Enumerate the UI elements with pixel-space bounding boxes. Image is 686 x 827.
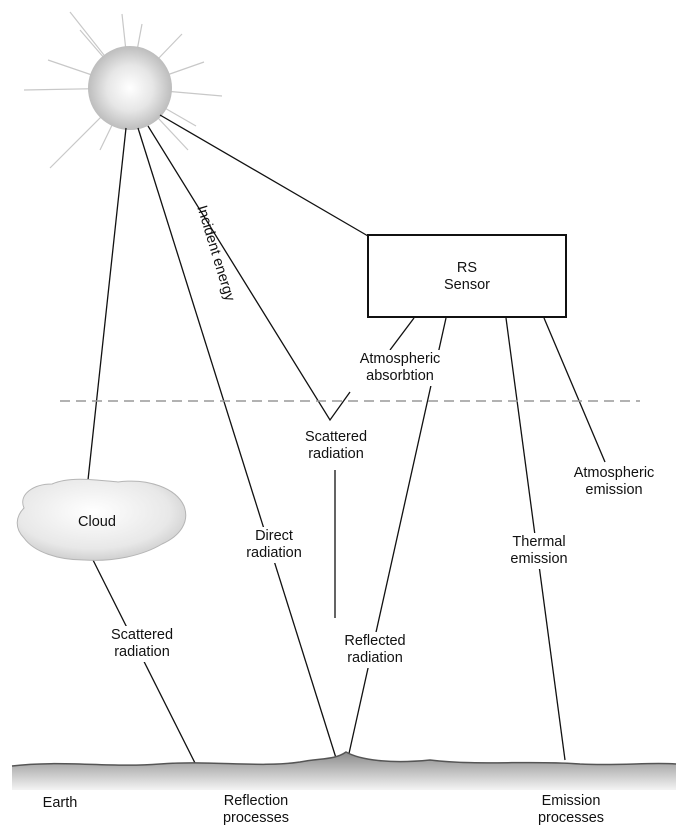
- cloud-to-ground-line: [92, 559, 197, 766]
- earth-surface: [12, 752, 676, 790]
- direct-radiation-label: Direct radiation: [230, 527, 318, 563]
- earth-label: Earth: [42, 795, 78, 811]
- reflected-radiation-line: [347, 317, 447, 759]
- emission-processes-label: Emission processes: [537, 793, 605, 826]
- atmospheric-absorbtion-line: [389, 317, 415, 351]
- atmospheric-absorbtion-label: Atmospheric absorbtion: [340, 350, 460, 386]
- incident-energy-line: [137, 127, 337, 759]
- sensor-label: RS Sensor: [417, 260, 517, 294]
- sensor-label-line2: Sensor: [444, 277, 490, 293]
- scattered-radiation-upper-line: [147, 125, 351, 422]
- earth-surface-line: [11, 751, 677, 767]
- cloud-icon: [16, 478, 187, 561]
- sensor-label-line1: RS: [456, 260, 478, 276]
- reflection-processes-label: Reflection processes: [222, 793, 290, 826]
- atmospheric-emission-label: Atmospheric emission: [560, 464, 668, 500]
- radiation-lines: [87, 114, 606, 766]
- sun-icon: [88, 46, 172, 130]
- cloud-label: Cloud: [78, 514, 116, 530]
- thermal-emission-label: Thermal emission: [490, 533, 588, 569]
- scattered-radiation-upper-label: Scattered radiation: [290, 428, 382, 464]
- reflected-radiation-label: Reflected radiation: [326, 632, 424, 668]
- sun-to-sensor-line: [159, 114, 369, 237]
- sun-to-cloud-line: [87, 127, 127, 481]
- rs-sensor-box: [367, 234, 567, 318]
- scattered-radiation-lower-label: Scattered radiation: [92, 626, 192, 662]
- atmospheric-emission-line: [543, 317, 606, 463]
